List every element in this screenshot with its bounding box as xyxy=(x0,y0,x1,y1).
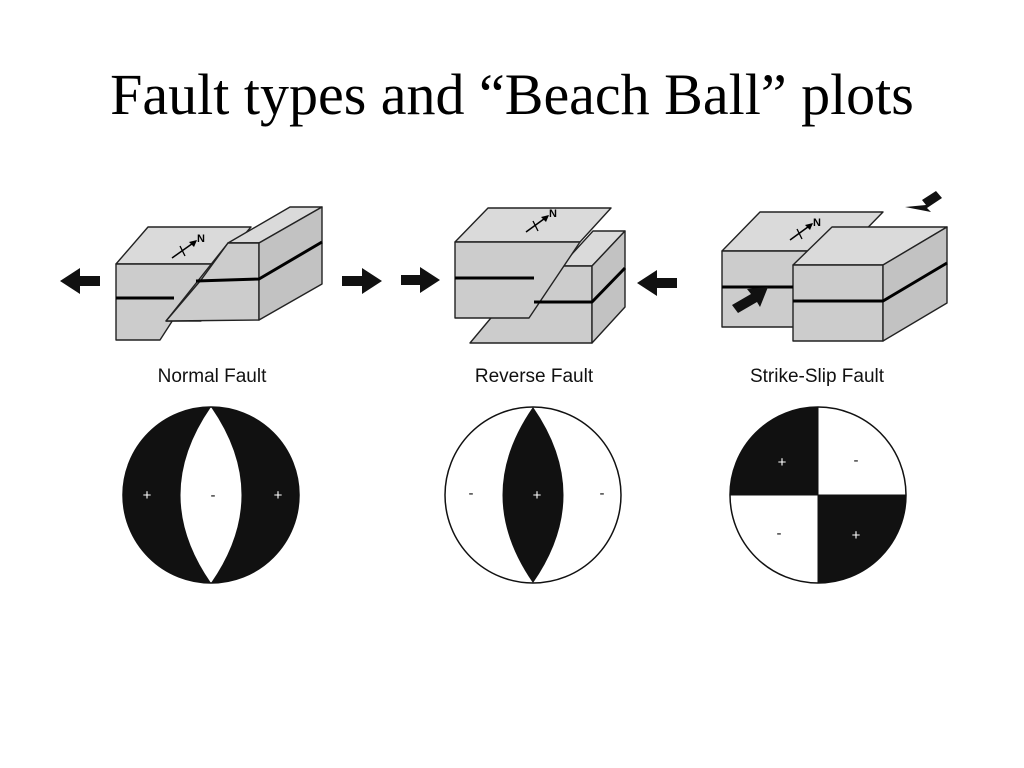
shear-arrow-lower-icon xyxy=(732,287,768,313)
layer-line xyxy=(534,266,627,304)
quadrant-compression xyxy=(818,495,906,583)
beach-ball-strike-slip: + - - + xyxy=(729,406,907,584)
white-lens xyxy=(180,407,242,583)
beach-ball-reverse: - + - xyxy=(444,406,622,584)
sign-dilatation: - xyxy=(211,487,216,504)
sign-dilatation: - xyxy=(600,485,605,502)
shear-arrow-upper-icon xyxy=(905,191,942,212)
north-label: N xyxy=(813,217,821,229)
hanging-wall-front xyxy=(454,241,581,319)
right-block-side xyxy=(882,226,948,342)
sign-compression: + xyxy=(778,454,787,471)
layer-line xyxy=(195,240,323,283)
caption-reverse-fault: Reverse Fault xyxy=(475,366,594,387)
black-lens xyxy=(502,407,564,583)
reverse-fault-block: N xyxy=(454,207,627,344)
normal-fault-block: N xyxy=(115,206,323,341)
north-label: N xyxy=(197,233,205,245)
extension-arrow-left-icon xyxy=(60,268,100,294)
title-area: Fault types and “Beach Ball” plots xyxy=(0,60,1024,168)
layer-line xyxy=(793,261,948,303)
sign-compression: + xyxy=(533,487,542,504)
sign-dilatation: - xyxy=(777,525,782,542)
sign-compression: + xyxy=(143,487,152,504)
extension-arrow-right-icon xyxy=(342,268,382,294)
strike-slip-fault-block: N xyxy=(721,211,948,342)
right-block-side xyxy=(258,206,323,321)
compression-arrow-right-icon xyxy=(637,270,677,296)
north-label: N xyxy=(549,208,557,220)
beach-ball-normal: + - + xyxy=(122,406,300,584)
caption-normal-fault: Normal Fault xyxy=(158,366,267,387)
sign-dilatation: - xyxy=(469,485,474,502)
page-title: Fault types and “Beach Ball” plots xyxy=(110,62,914,127)
sign-compression: + xyxy=(852,527,861,544)
quadrant-compression xyxy=(730,407,818,495)
right-block-front xyxy=(792,264,884,342)
sign-dilatation: - xyxy=(854,452,859,469)
caption-strike-slip-fault: Strike-Slip Fault xyxy=(750,366,885,387)
compression-arrow-left-icon xyxy=(401,267,440,293)
sign-compression: + xyxy=(274,487,283,504)
